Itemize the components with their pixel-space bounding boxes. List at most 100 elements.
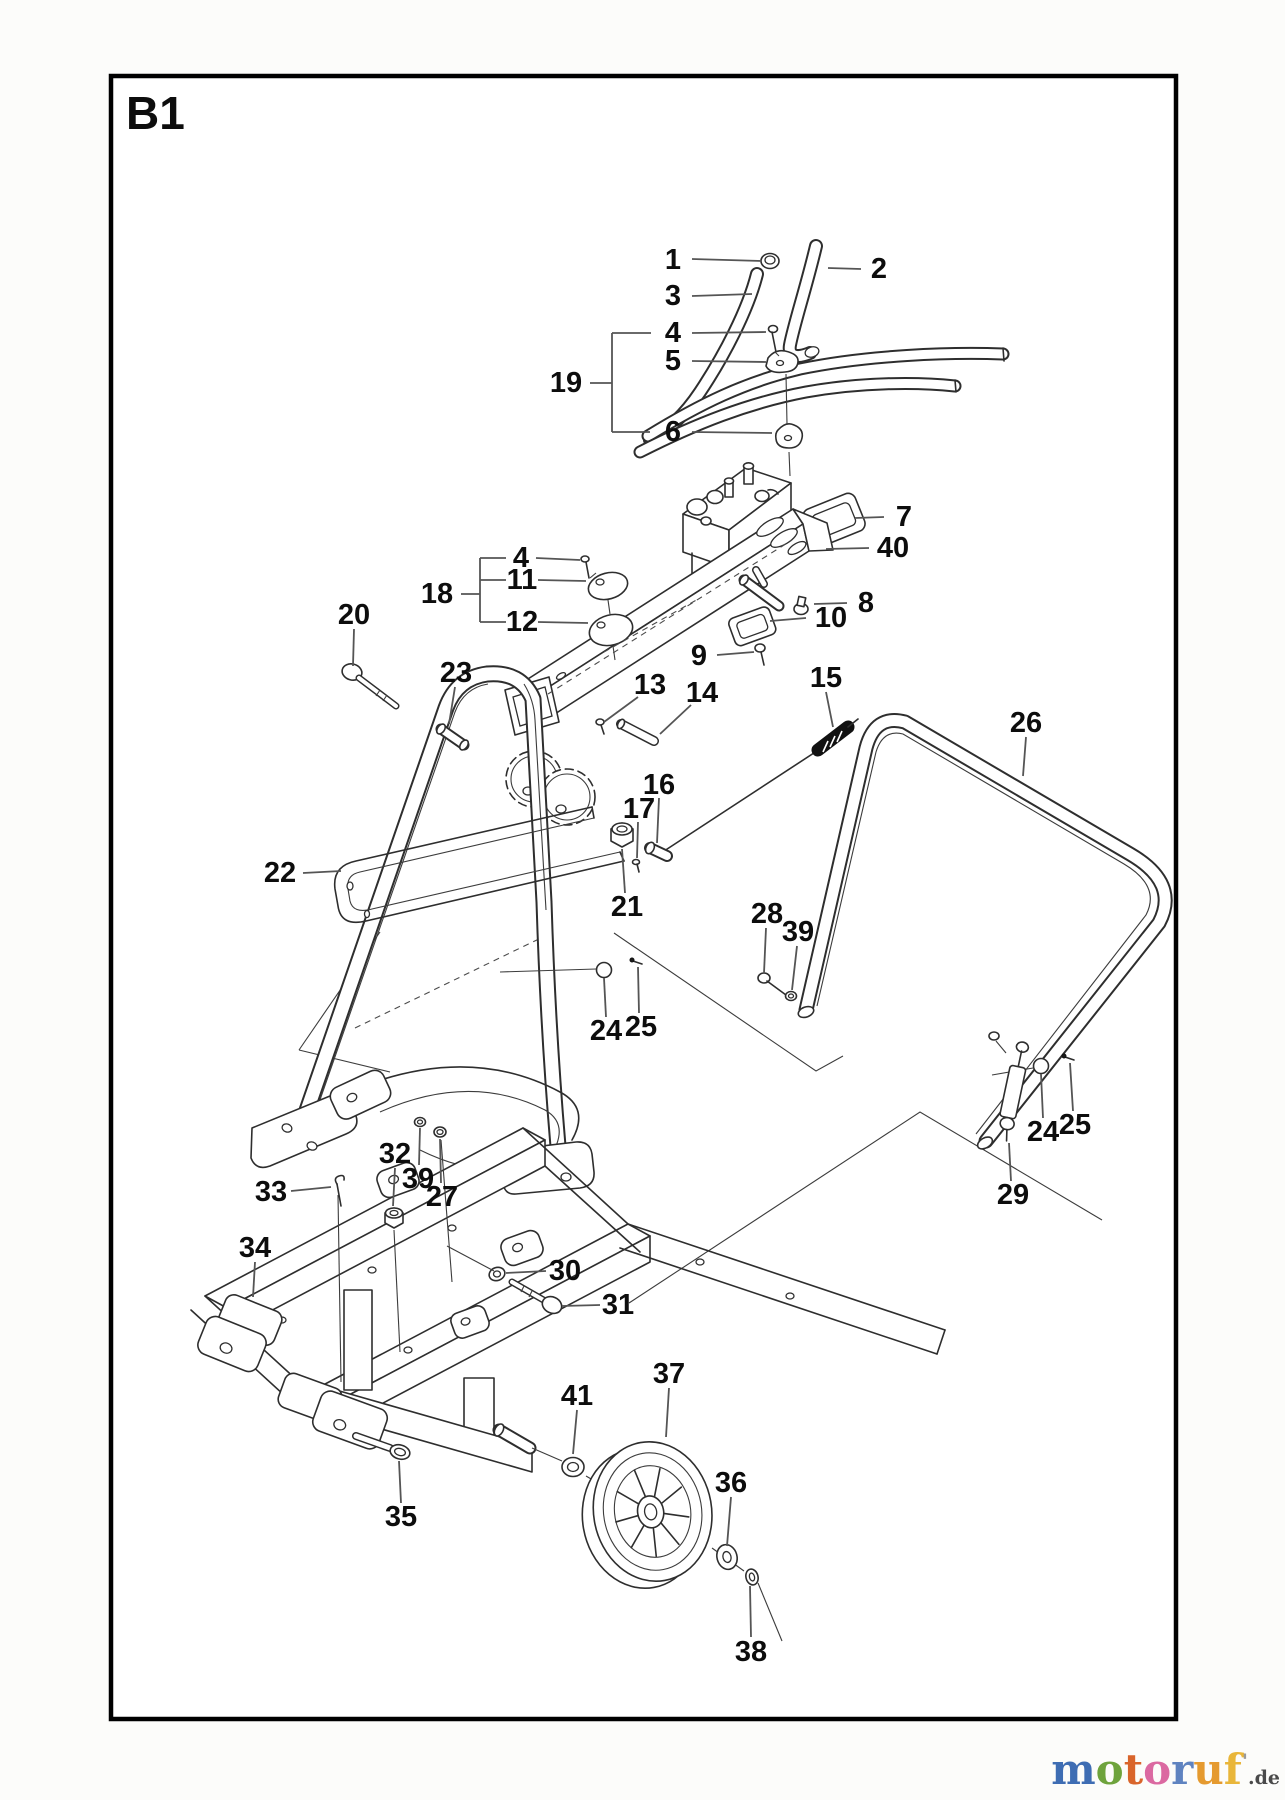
- chassis-fasteners: [334, 1116, 563, 1383]
- callout-leader-8: [813, 602, 848, 605]
- callout-leader-32: [392, 1167, 396, 1207]
- handle-bow-26: [797, 713, 1173, 1150]
- callout-label-34: 34: [239, 1232, 271, 1264]
- callout-label-13: 13: [634, 669, 666, 701]
- callout-leaders: [252, 258, 1074, 1638]
- callout-leader-3: [691, 293, 753, 297]
- callout-label-29: 29: [997, 1179, 1029, 1211]
- callout-leader-38: [749, 1585, 752, 1638]
- callout-label-10: 10: [815, 602, 847, 634]
- callout-leader-5: [691, 360, 767, 363]
- callout-label-30: 30: [549, 1255, 581, 1287]
- callout-label-16: 16: [643, 769, 675, 801]
- callout-label-25: 25: [625, 1011, 657, 1043]
- callout-label-23: 23: [440, 657, 472, 689]
- callout-label-28: 28: [751, 898, 783, 930]
- callout-leader-10: [769, 617, 807, 622]
- callout-label-21: 21: [611, 891, 643, 923]
- callout-leader-29: [1008, 1142, 1012, 1182]
- callout-label-18: 18: [421, 578, 453, 610]
- callout-leader-26: [1022, 736, 1027, 777]
- callout-leader-4: [535, 557, 581, 561]
- callout-leader-4: [691, 331, 767, 334]
- callout-leader-9: [716, 651, 755, 656]
- callout-label-32: 32: [379, 1138, 411, 1170]
- callout-leader-31: [561, 1304, 601, 1307]
- beam-fasteners: [595, 566, 809, 746]
- valve-block: [682, 461, 792, 597]
- callout-label-1: 1: [665, 244, 681, 276]
- callout-leader-12: [537, 621, 589, 624]
- callout-leader-21: [621, 848, 626, 894]
- callout-leader-27: [439, 1138, 442, 1184]
- callout-label-36: 36: [715, 1467, 747, 1499]
- callout-leader-24: [1040, 1073, 1044, 1119]
- blade-flange-discs: [505, 750, 596, 826]
- callout-label-33: 33: [255, 1176, 287, 1208]
- callout-label-38: 38: [735, 1636, 767, 1668]
- callout-label-27: 27: [426, 1181, 458, 1213]
- callout-leader-2: [827, 267, 862, 270]
- callout-label-5: 5: [665, 345, 681, 377]
- callout-label-4: 4: [513, 542, 529, 574]
- callout-label-20: 20: [338, 599, 370, 631]
- callout-leader-39: [791, 945, 798, 991]
- wheel-37: [581, 1441, 713, 1590]
- callout-leader-37: [665, 1387, 670, 1438]
- callout-leader-30: [505, 1270, 547, 1274]
- callout-leader-16: [656, 797, 660, 844]
- callout-leader-1: [691, 258, 763, 262]
- callout-leader-17: [636, 821, 639, 859]
- callout-label-37: 37: [653, 1358, 685, 1390]
- callout-leader-20: [352, 628, 355, 667]
- main-frame: [294, 665, 567, 1155]
- callout-label-24: 24: [590, 1015, 622, 1047]
- callout-label-17: 17: [623, 793, 655, 825]
- tow-brackets: [197, 1293, 389, 1450]
- callout-label-24: 24: [1027, 1116, 1059, 1148]
- callout-brackets: [479, 332, 651, 623]
- handle-clamp-group: [765, 324, 804, 477]
- callout-leader-36: [726, 1496, 732, 1547]
- callout-label-4: 4: [665, 317, 681, 349]
- callout-label-39: 39: [402, 1163, 434, 1195]
- lock-pin-35: [352, 1432, 411, 1461]
- callout-label-14: 14: [686, 677, 718, 709]
- callout-leader-35: [398, 1460, 402, 1504]
- callout-leader-25: [1069, 1062, 1074, 1112]
- wheel-group: [492, 1423, 783, 1642]
- callout-leader-7: [854, 516, 885, 519]
- callout-leader-11: [537, 579, 587, 582]
- callout-label-15: 15: [810, 662, 842, 694]
- callout-label-6: 6: [665, 416, 681, 448]
- callout-label-12: 12: [506, 606, 538, 638]
- handlebar-group: [633, 239, 1010, 459]
- logo-motoruf: motoruf'.de: [1051, 1745, 1280, 1794]
- callout-label-39: 39: [782, 916, 814, 948]
- callout-label-8: 8: [858, 587, 874, 619]
- callout-label-26: 26: [1010, 707, 1042, 739]
- callout-leader-41: [572, 1409, 578, 1455]
- callout-leader-6: [691, 431, 773, 434]
- callout-leader-40: [825, 547, 870, 550]
- callout-leader-25: [637, 966, 640, 1014]
- tool-tray-22: [333, 806, 625, 924]
- callout-leader-14: [659, 704, 692, 735]
- callout-label-40: 40: [877, 532, 909, 564]
- bolt-20-sleeve-23: [341, 663, 470, 751]
- callout-label-35: 35: [385, 1501, 417, 1533]
- main-beam-40: [504, 508, 834, 736]
- callout-label-22: 22: [264, 857, 296, 889]
- callout-label-7: 7: [896, 501, 912, 533]
- callout-leader-22: [302, 870, 342, 874]
- callout-leader-28: [763, 927, 767, 974]
- callout-leader-15: [825, 691, 834, 728]
- callout-leader-24: [603, 977, 607, 1018]
- tension-rod-group: [610, 718, 859, 873]
- callout-label-31: 31: [602, 1289, 634, 1321]
- fender-group: [250, 1066, 595, 1195]
- callout-leader-13: [603, 696, 639, 723]
